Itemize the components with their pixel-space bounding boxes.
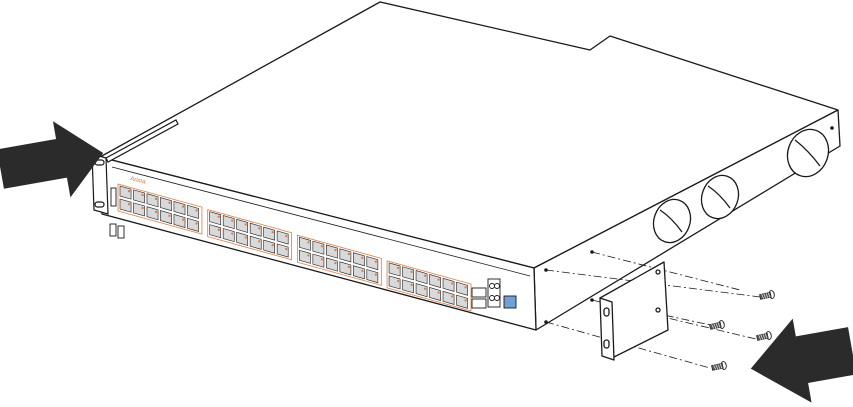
port-led <box>321 245 323 247</box>
port-led <box>272 244 274 246</box>
port-led <box>285 248 287 250</box>
port-led <box>397 280 399 282</box>
port-led <box>361 257 363 259</box>
switch-chassis <box>100 2 840 330</box>
port-led <box>361 270 363 272</box>
screw-icon <box>759 290 775 301</box>
port-led <box>411 271 413 273</box>
port-led <box>438 279 440 281</box>
port-led <box>128 203 130 205</box>
port-led <box>155 211 157 213</box>
port-led <box>424 288 426 290</box>
port-led <box>438 292 440 294</box>
port-led <box>424 275 426 277</box>
port-led <box>334 262 336 264</box>
port-led <box>348 266 350 268</box>
arrow-left-icon <box>743 309 853 407</box>
port-led <box>169 215 171 217</box>
port-led <box>128 190 130 192</box>
port-led <box>196 222 198 224</box>
screw-icon <box>756 331 772 342</box>
port-led <box>451 295 453 297</box>
port-led <box>285 235 287 237</box>
port-led <box>245 236 247 238</box>
port-led <box>465 299 467 301</box>
port-led <box>142 194 144 196</box>
port-led <box>182 219 184 221</box>
port-led <box>307 254 309 256</box>
port-led <box>218 216 220 218</box>
port-led <box>375 261 377 263</box>
port-led <box>307 241 309 243</box>
port-led <box>334 249 336 251</box>
port-led <box>231 233 233 235</box>
port-led <box>182 206 184 208</box>
port-led <box>451 282 453 284</box>
port-led <box>465 286 467 288</box>
port-led <box>218 229 220 231</box>
port-led <box>411 284 413 286</box>
port-led <box>231 220 233 222</box>
screw-icon <box>709 320 725 331</box>
port-led <box>258 227 260 229</box>
port-led <box>155 198 157 200</box>
port-led <box>245 223 247 225</box>
port-led <box>321 258 323 260</box>
port-led <box>169 202 171 204</box>
port-led <box>196 209 198 211</box>
screw-icon <box>711 361 727 372</box>
port-led <box>272 231 274 233</box>
port-led <box>142 207 144 209</box>
port-led <box>258 240 260 242</box>
port-led <box>348 253 350 255</box>
port-led <box>375 274 377 276</box>
port-led <box>397 267 399 269</box>
